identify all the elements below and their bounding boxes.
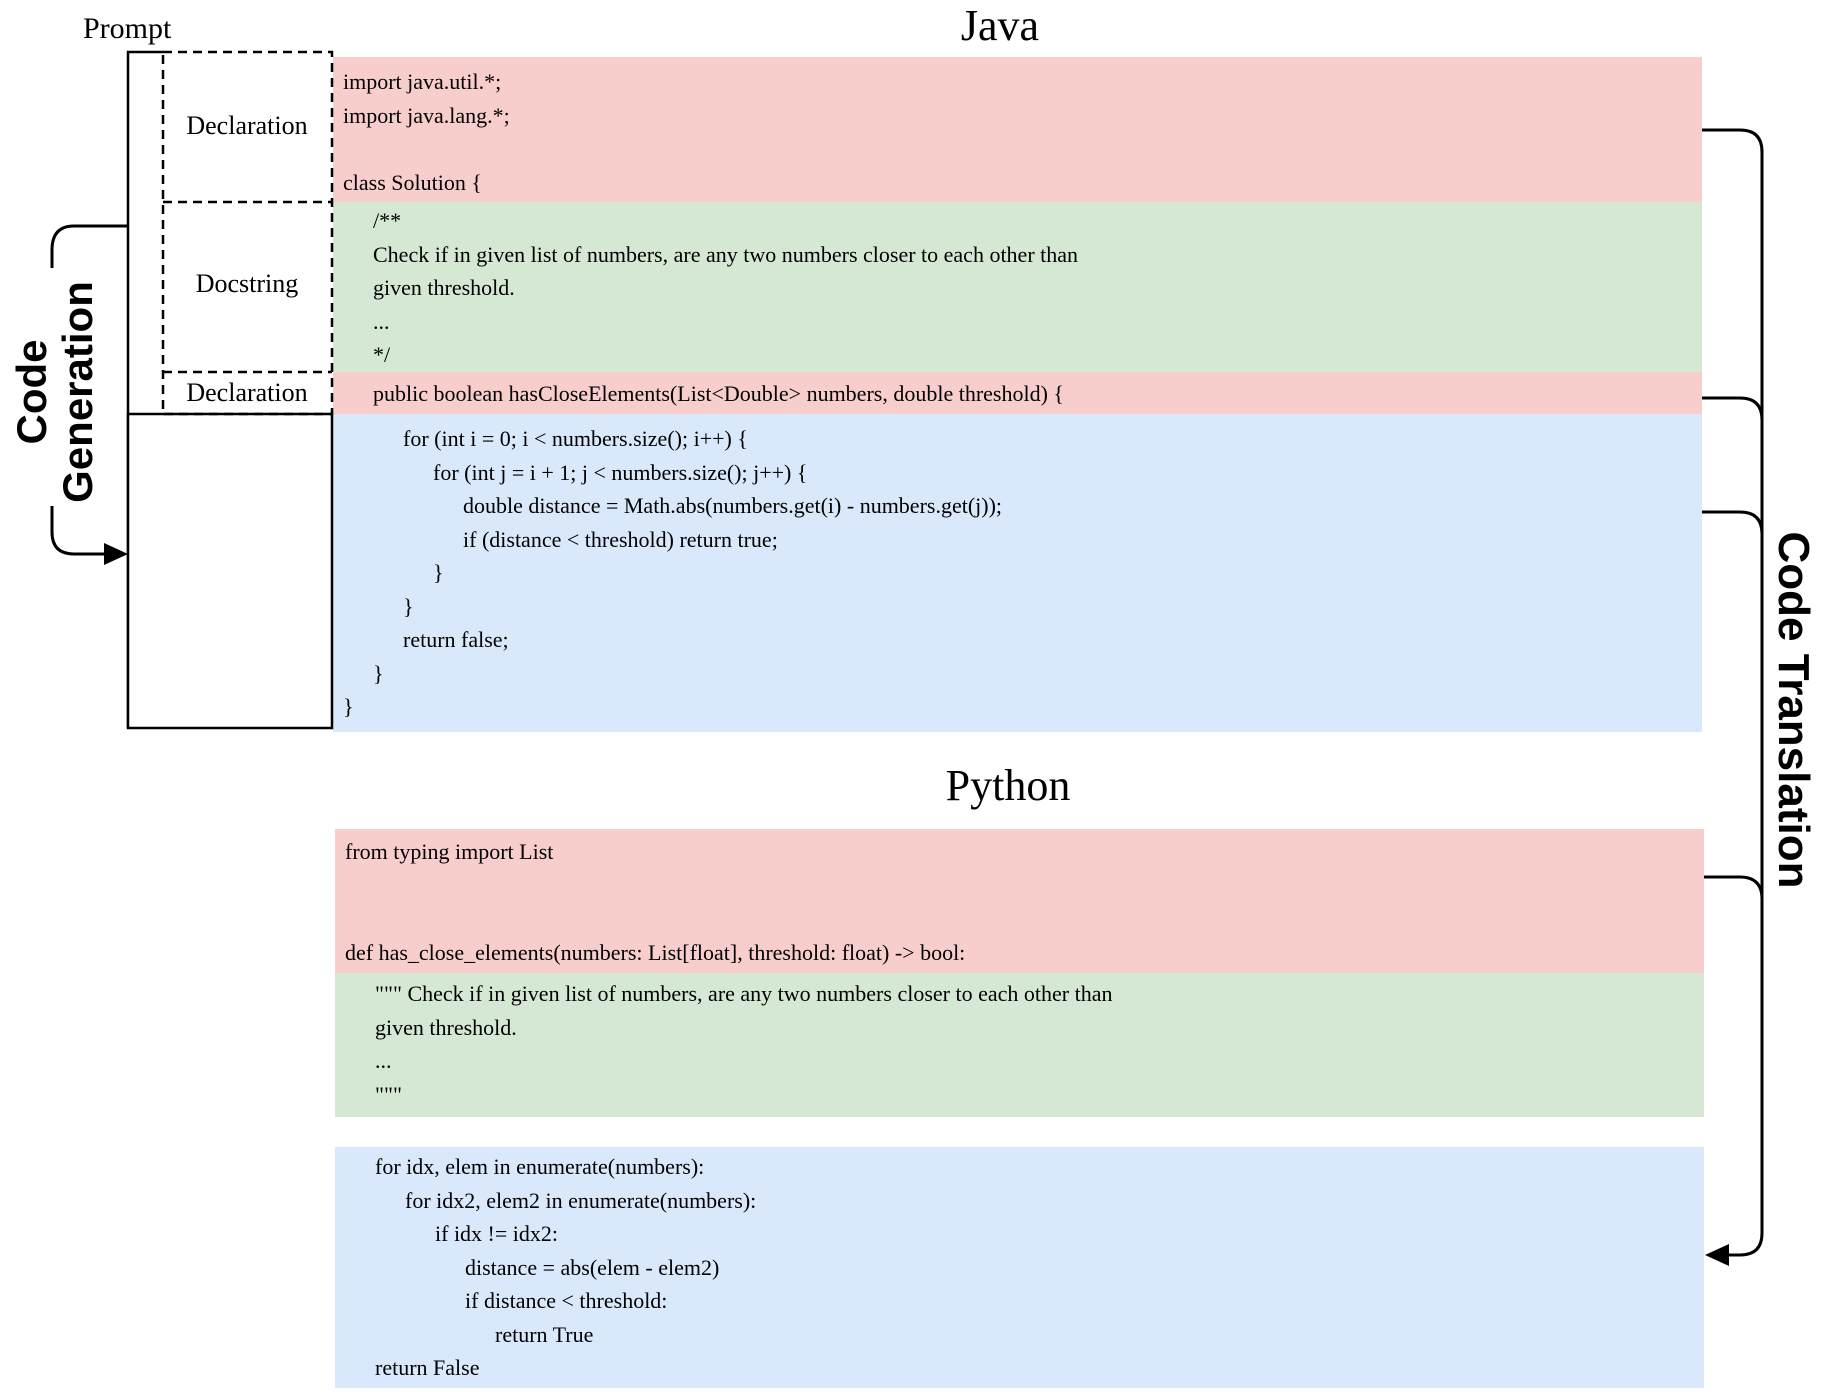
translation-connector-java-declaration	[1702, 128, 1764, 153]
code-line: ...	[375, 1048, 392, 1073]
java-solution-block: for (int i = 0; i < numbers.size(); i++)…	[333, 414, 1702, 732]
prompt-label: Prompt	[83, 12, 172, 45]
code-line: }	[433, 560, 444, 585]
java-docstring-block: /** Check if in given list of numbers, ar…	[333, 202, 1702, 372]
docstring-label: Docstring	[195, 269, 299, 298]
declaration-label-bottom: Declaration	[186, 378, 308, 407]
code-line: }	[343, 694, 354, 719]
code-translation-label: Code Translation	[1769, 531, 1818, 889]
code-line: return false;	[403, 627, 509, 652]
code-line: def has_close_elements(numbers: List[flo…	[345, 939, 966, 965]
prompt-dashed-box	[161, 50, 334, 416]
python-declaration-block: from typing import List def has_close_el…	[335, 829, 1704, 973]
code-line: ...	[373, 308, 390, 334]
code-line: public boolean hasCloseElements(List<Dou…	[373, 381, 1064, 406]
solution-label: Solution	[172, 552, 288, 589]
code-line: Check if in given list of numbers, are a…	[373, 241, 1079, 267]
code-line: import java.lang.*;	[343, 102, 510, 128]
translation-connector-java-signature	[1702, 396, 1764, 421]
code-line: """ Check if in given list of numbers, a…	[375, 981, 1113, 1006]
generation-arrowhead-icon	[104, 543, 128, 565]
code-line: for (int j = i + 1; j < numbers.size(); …	[433, 459, 808, 485]
code-line: if idx != idx2:	[435, 1221, 559, 1246]
code-line: """	[375, 1081, 402, 1107]
code-line: given threshold.	[373, 275, 515, 300]
code-line: if (distance < threshold) return true;	[463, 526, 778, 552]
java-title: Java	[960, 1, 1040, 50]
declaration-label-top: Declaration	[186, 111, 308, 140]
code-line	[335, 902, 1704, 936]
code-generation-label: Code Generation	[8, 281, 101, 503]
code-line: /**	[373, 208, 402, 233]
code-line: class Solution {	[343, 169, 482, 195]
code-line: given threshold.	[375, 1014, 517, 1040]
code-line	[333, 132, 1702, 166]
code-line	[335, 869, 1704, 903]
code-line: for idx2, elem2 in enumerate(numbers):	[405, 1187, 757, 1213]
code-line: }	[403, 593, 414, 619]
code-line: for (int i = 0; i < numbers.size(); i++)…	[403, 426, 748, 451]
code-line: import java.util.*;	[343, 69, 502, 94]
code-line: return True	[495, 1321, 594, 1347]
python-docstring-block: """ Check if in given list of numbers, a…	[335, 973, 1704, 1117]
python-title: Python	[945, 761, 1071, 810]
translation-connector-java-solution	[1702, 510, 1764, 535]
code-line: if distance < threshold:	[465, 1288, 668, 1313]
python-solution-block: for idx, elem in enumerate(numbers): for …	[335, 1147, 1704, 1388]
code-line: from typing import List	[345, 839, 554, 864]
code-line: */	[373, 342, 391, 367]
code-line: double distance = Math.abs(numbers.get(i…	[463, 493, 1003, 518]
translation-main-line	[1724, 150, 1764, 1257]
java-signature-block: public boolean hasCloseElements(List<Dou…	[333, 372, 1702, 414]
code-line: return False	[375, 1355, 480, 1380]
code-line: for idx, elem in enumerate(numbers):	[375, 1154, 705, 1179]
prompt-container-border	[126, 50, 163, 728]
translation-arrowhead-icon	[1705, 1244, 1729, 1266]
code-line: }	[373, 660, 384, 686]
java-declaration-block: import java.util.*; import java.lang.*; c…	[333, 57, 1702, 202]
translation-connector-python-declaration	[1704, 875, 1764, 900]
code-line: distance = abs(elem - elem2)	[465, 1254, 720, 1280]
